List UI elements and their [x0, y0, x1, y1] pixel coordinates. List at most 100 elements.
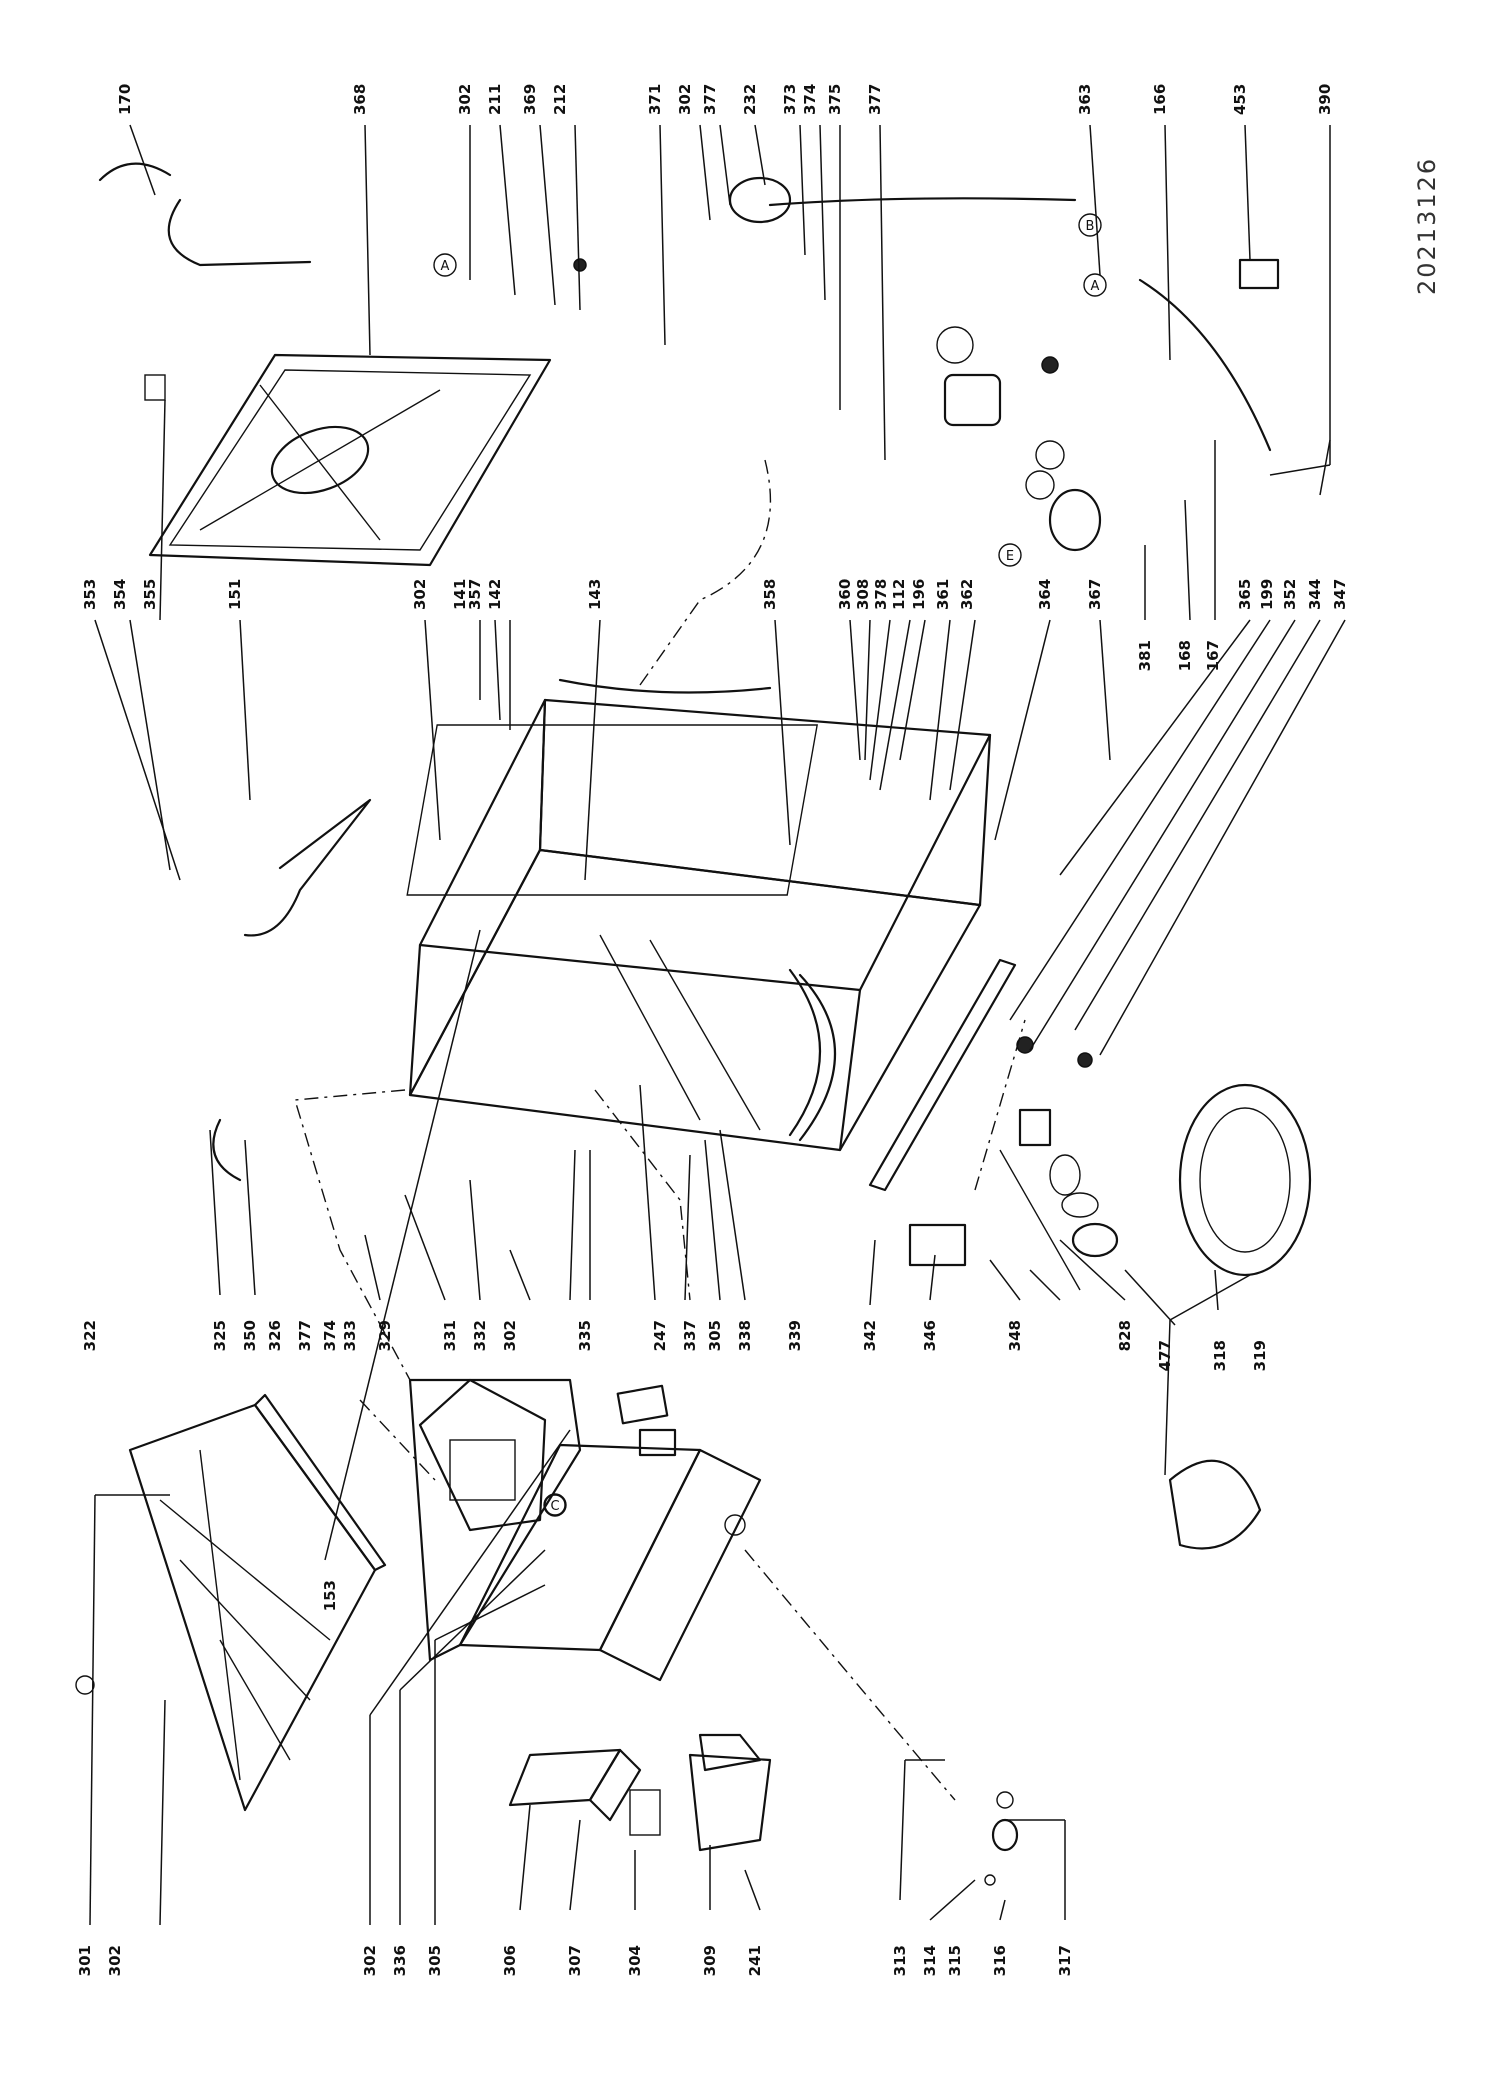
- part-label: 168: [1176, 640, 1194, 671]
- part-label: 390: [1316, 84, 1334, 115]
- callout-e: E: [998, 543, 1022, 567]
- part-label: 374: [801, 84, 819, 115]
- part-label: 302: [501, 1320, 519, 1351]
- part-label: 325: [211, 1320, 229, 1351]
- part-label: 319: [1251, 1340, 1269, 1371]
- part-label: 302: [106, 1945, 124, 1976]
- part-labels-middle: 322 325 350 326 377 374 333 329 331 332 …: [81, 1320, 1269, 1611]
- part-label: 371: [646, 84, 664, 115]
- electronics-module: [418, 1378, 566, 1532]
- part-label: 354: [111, 579, 129, 610]
- part-label: 143: [586, 579, 604, 610]
- part-labels-left: 301 302 302 336 305 306 307 304 309 241 …: [76, 1945, 1074, 1976]
- part-label: 361: [934, 579, 952, 610]
- part-label: 301: [76, 1945, 94, 1976]
- part-label: 381: [1136, 640, 1154, 671]
- part-label: 348: [1006, 1320, 1024, 1351]
- part-label: 338: [736, 1320, 754, 1351]
- small-components: [75, 162, 1280, 1886]
- svg-text:B: B: [1086, 219, 1095, 234]
- part-label: 453: [1231, 84, 1249, 115]
- svg-text:A: A: [441, 259, 450, 274]
- part-label: 368: [351, 84, 369, 115]
- part-label: 166: [1151, 84, 1169, 115]
- callout-markers: A A B C E: [433, 213, 1107, 1517]
- part-label: 828: [1116, 1320, 1134, 1351]
- part-label: 362: [958, 579, 976, 610]
- part-label: 342: [861, 1320, 879, 1351]
- part-label: 346: [921, 1320, 939, 1351]
- part-label: 151: [226, 579, 244, 610]
- part-label: 322: [81, 1320, 99, 1351]
- part-label: 153: [321, 1580, 339, 1611]
- part-label: 196: [910, 579, 928, 610]
- door-hardware: [908, 1036, 1119, 1267]
- part-label: 331: [441, 1320, 459, 1351]
- hoses: [167, 197, 1272, 1182]
- part-labels-top: 170 368 302 211 369 212 371 302 377 232 …: [116, 84, 1334, 115]
- control-panel: [408, 1378, 762, 1682]
- part-label: 212: [551, 84, 569, 115]
- part-label: 326: [266, 1320, 284, 1351]
- part-label: 305: [426, 1945, 444, 1976]
- part-label: 313: [891, 1945, 909, 1976]
- part-label: 352: [1281, 579, 1299, 610]
- part-label: 305: [706, 1320, 724, 1351]
- part-label: 377: [296, 1320, 314, 1351]
- part-label: 308: [854, 579, 872, 610]
- callout-a-right: A: [1083, 273, 1107, 297]
- part-label: 355: [141, 579, 159, 610]
- part-label: 316: [991, 1945, 1009, 1976]
- part-label: 477: [1156, 1340, 1174, 1371]
- part-label: 304: [626, 1945, 644, 1976]
- document-reference: 20213126: [1413, 157, 1441, 295]
- part-label: 314: [921, 1945, 939, 1976]
- part-label: 358: [761, 579, 779, 610]
- part-label: 369: [521, 84, 539, 115]
- part-label: 350: [241, 1320, 259, 1351]
- part-label: 329: [376, 1320, 394, 1351]
- part-label: 333: [341, 1320, 359, 1351]
- part-label: 337: [681, 1320, 699, 1351]
- part-label: 347: [1331, 579, 1349, 610]
- part-label: 318: [1211, 1340, 1229, 1371]
- svg-text:A: A: [1091, 279, 1100, 294]
- part-label: 302: [456, 84, 474, 115]
- part-label: 167: [1204, 640, 1222, 671]
- part-label: 302: [411, 579, 429, 610]
- svg-text:C: C: [550, 1499, 559, 1514]
- top-lid: [148, 353, 552, 567]
- part-label: 375: [826, 84, 844, 115]
- detergent-drawer: [508, 1733, 772, 1852]
- part-label: 378: [872, 579, 890, 610]
- part-label: 142: [486, 579, 504, 610]
- part-label: 364: [1036, 579, 1054, 610]
- part-label: 199: [1258, 579, 1276, 610]
- part-label: 170: [116, 84, 134, 115]
- part-label: 302: [676, 84, 694, 115]
- part-label: 141: [451, 579, 469, 610]
- part-label: 377: [701, 84, 719, 115]
- part-label: 315: [946, 1945, 964, 1976]
- part-label: 360: [836, 579, 854, 610]
- part-label: 357: [466, 579, 484, 610]
- part-label: 307: [566, 1945, 584, 1976]
- part-label: 247: [651, 1320, 669, 1351]
- porthole-door: [1168, 1083, 1312, 1550]
- part-label: 211: [486, 84, 504, 115]
- part-label: 241: [746, 1945, 764, 1976]
- leader-lines: [89, 124, 1346, 1926]
- bottom-plate: [128, 1393, 387, 1812]
- cabinet-frame: [406, 698, 992, 1152]
- assembly-lines: [294, 459, 1026, 1801]
- part-label: 335: [576, 1320, 594, 1351]
- part-label: 339: [786, 1320, 804, 1351]
- part-label: 377: [866, 84, 884, 115]
- part-label: 302: [361, 1945, 379, 1976]
- part-label: 374: [321, 1320, 339, 1351]
- callout-b: B: [1078, 213, 1102, 237]
- part-label: 306: [501, 1945, 519, 1976]
- part-label: 112: [890, 579, 908, 610]
- part-label: 232: [741, 84, 759, 115]
